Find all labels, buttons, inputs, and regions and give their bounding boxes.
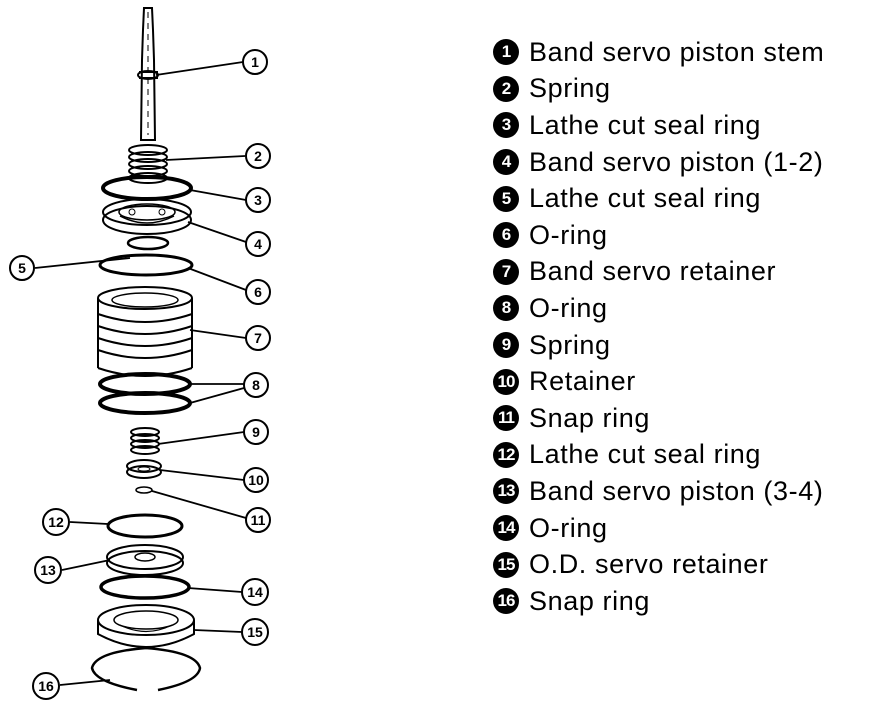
- callout-16-label: 16: [38, 678, 54, 694]
- legend-label: O-ring: [529, 219, 608, 250]
- legend-number: 14: [493, 515, 519, 542]
- legend-item: 6 O-ring: [493, 217, 824, 254]
- legend-label: Band servo piston (3-4): [529, 475, 824, 506]
- legend-label: Spring: [529, 329, 611, 360]
- legend-number: 16: [493, 588, 519, 615]
- legend-label: O.D. servo retainer: [529, 549, 769, 580]
- callout-7: 7: [245, 325, 271, 351]
- legend-number: 11: [493, 405, 519, 432]
- callout-8-label: 8: [252, 377, 260, 393]
- legend-label: Retainer: [529, 366, 636, 397]
- part-band-servo-retainer: [97, 286, 193, 377]
- legend-number: 4: [493, 149, 519, 176]
- part-retainer: [126, 459, 162, 479]
- legend-number: 7: [493, 258, 519, 285]
- part-snap-ring-large: [90, 646, 202, 692]
- legend-item: 13 Band servo piston (3-4): [493, 473, 824, 510]
- part-lathe-cut-seal-ring-small: [126, 235, 170, 251]
- callout-12: 12: [42, 508, 70, 536]
- part-band-servo-piston-stem: [137, 7, 159, 141]
- callout-11-label: 11: [251, 512, 266, 528]
- legend-label: Lathe cut seal ring: [529, 439, 762, 470]
- callout-13: 13: [34, 556, 62, 584]
- legend-item: 2 Spring: [493, 71, 824, 108]
- callout-4: 4: [245, 231, 271, 257]
- legend-item: 16 Snap ring: [493, 583, 824, 620]
- callout-1: 1: [242, 49, 268, 75]
- legend-item: 10 Retainer: [493, 363, 824, 400]
- legend-label: Spring: [529, 73, 611, 104]
- legend-label: Lathe cut seal ring: [529, 183, 762, 214]
- callout-6-label: 6: [254, 284, 262, 300]
- legend-label: O-ring: [529, 292, 608, 323]
- callout-2-label: 2: [254, 148, 262, 164]
- legend-label: Band servo piston stem: [529, 36, 825, 67]
- part-lathe-cut-seal-ring-upper: [101, 175, 193, 201]
- legend-number: 6: [493, 222, 519, 249]
- callout-6: 6: [245, 279, 271, 305]
- legend-item: 8 O-ring: [493, 290, 824, 327]
- part-o-ring-14: [99, 574, 191, 600]
- callout-14-label: 14: [247, 584, 263, 600]
- legend-number: 2: [493, 75, 519, 102]
- legend-number: 15: [493, 551, 519, 578]
- legend-label: O-ring: [529, 512, 608, 543]
- legend-item: 7 Band servo retainer: [493, 254, 824, 291]
- legend-number: 9: [493, 332, 519, 359]
- legend-label: Band servo retainer: [529, 256, 777, 287]
- part-band-servo-piston-3-4: [106, 544, 184, 576]
- callout-12-label: 12: [48, 514, 64, 530]
- callout-5-label: 5: [18, 260, 26, 276]
- part-band-servo-piston-1-2: [102, 198, 192, 235]
- part-snap-ring-small: [135, 486, 153, 494]
- callout-11: 11: [245, 507, 271, 533]
- part-o-ring-6: [98, 253, 194, 277]
- callout-16: 16: [32, 672, 60, 700]
- legend-label: Band servo piston (1-2): [529, 146, 824, 177]
- callout-8: 8: [243, 372, 269, 398]
- legend-number: 12: [493, 441, 519, 468]
- callout-9: 9: [243, 419, 269, 445]
- legend-label: Snap ring: [529, 585, 650, 616]
- legend-item: 14 O-ring: [493, 510, 824, 547]
- legend-item: 11 Snap ring: [493, 400, 824, 437]
- legend-number: 8: [493, 295, 519, 322]
- callout-2: 2: [245, 143, 271, 169]
- callout-9-label: 9: [252, 424, 260, 440]
- legend-number: 10: [493, 368, 519, 395]
- callout-10-label: 10: [248, 472, 264, 488]
- callout-3: 3: [245, 187, 271, 213]
- callout-3-label: 3: [254, 192, 262, 208]
- callout-7-label: 7: [254, 330, 262, 346]
- part-od-servo-retainer: [97, 604, 195, 648]
- legend-number: 5: [493, 185, 519, 212]
- legend-label: Lathe cut seal ring: [529, 109, 762, 140]
- legend-item: 4 Band servo piston (1-2): [493, 144, 824, 181]
- part-spring-lower: [130, 427, 160, 455]
- callout-13-label: 13: [40, 562, 56, 578]
- legend-number: 1: [493, 39, 519, 66]
- legend-item: 5 Lathe cut seal ring: [493, 180, 824, 217]
- legend-item: 9 Spring: [493, 327, 824, 364]
- legend-item: 1 Band servo piston stem: [493, 34, 824, 71]
- callout-14: 14: [241, 578, 269, 606]
- part-o-rings-8: [98, 372, 192, 415]
- legend-item: 3 Lathe cut seal ring: [493, 107, 824, 144]
- callout-5: 5: [9, 255, 35, 281]
- callout-4-label: 4: [254, 236, 262, 252]
- callout-10: 10: [243, 467, 269, 493]
- callout-15: 15: [241, 618, 269, 646]
- legend-item: 12 Lathe cut seal ring: [493, 437, 824, 474]
- legend-number: 13: [493, 478, 519, 505]
- legend-number: 3: [493, 112, 519, 139]
- part-lathe-cut-seal-ring-lower: [106, 513, 184, 539]
- legend-label: Snap ring: [529, 402, 650, 433]
- callout-leaders: [34, 61, 247, 686]
- callout-1-label: 1: [251, 54, 259, 70]
- legend-item: 15 O.D. servo retainer: [493, 546, 824, 583]
- exploded-view-diagram: 1 2 3 4 5 6 7 8: [9, 7, 271, 700]
- callout-15-label: 15: [247, 624, 263, 640]
